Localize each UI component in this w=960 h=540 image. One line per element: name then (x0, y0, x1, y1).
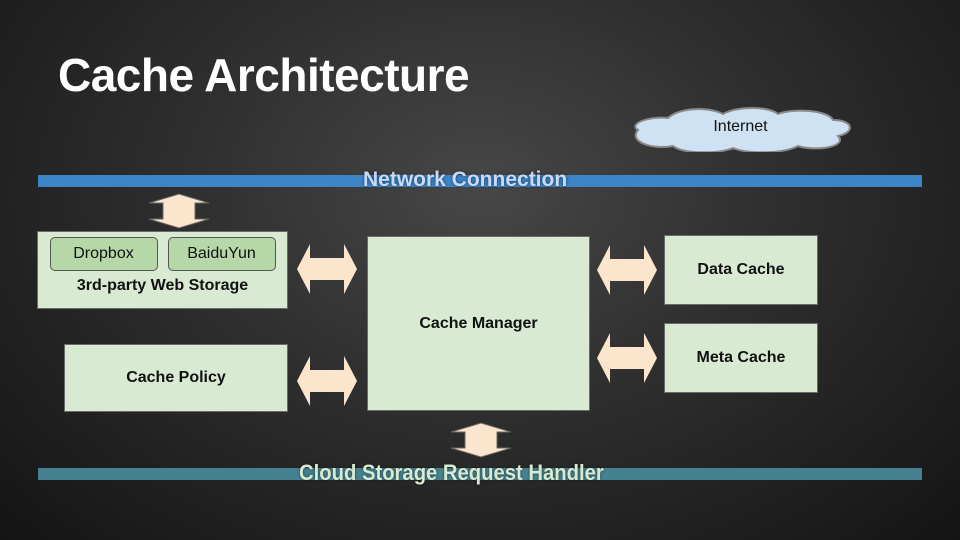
internet-cloud-icon (634, 107, 851, 152)
vertical-double-arrow-icon (450, 422, 512, 458)
cache-manager-label: Cache Manager (419, 314, 538, 332)
horizontal-double-arrow-icon (297, 356, 357, 406)
vertical-double-arrow-icon (148, 193, 210, 229)
dropbox-box: Dropbox (49, 237, 158, 271)
data-cache-box: Data Cache (664, 235, 818, 305)
horizontal-double-arrow-icon (597, 245, 657, 295)
meta-cache-box: Meta Cache (664, 323, 818, 393)
horizontal-double-arrow-icon (297, 244, 357, 294)
web-storage-box: Dropbox BaiduYun 3rd-party Web Storage (37, 231, 288, 309)
slide-title: Cache Architecture (58, 49, 470, 101)
data-cache-label: Data Cache (697, 261, 785, 278)
horizontal-double-arrow-icon (597, 333, 657, 383)
network-connection-label: Network Connection (363, 168, 568, 191)
network-connection-bar (38, 175, 922, 187)
meta-cache-label: Meta Cache (696, 349, 786, 366)
web-storage-label: 3rd-party Web Storage (76, 277, 249, 294)
cache-policy-box: Cache Policy (64, 344, 288, 412)
cloud-storage-handler-label: Cloud Storage Request Handler (299, 460, 604, 485)
internet-label: Internet (713, 118, 768, 135)
cloud-storage-handler-bar (38, 468, 922, 480)
baiduyun-box: BaiduYun (167, 237, 276, 271)
cache-manager-box: Cache Manager (367, 236, 590, 411)
cache-policy-label: Cache Policy (126, 369, 226, 386)
